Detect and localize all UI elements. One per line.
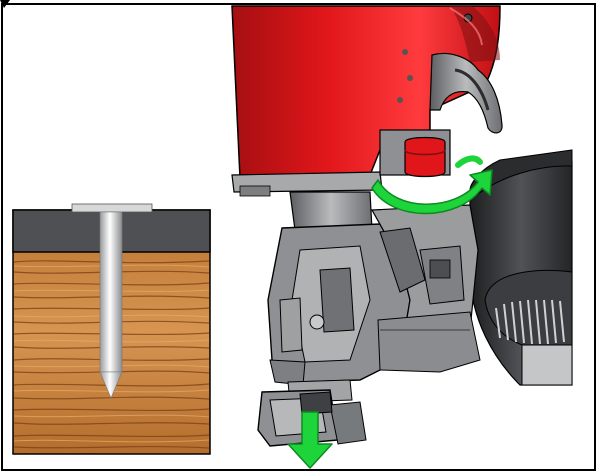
nail-head (71, 203, 153, 213)
depth-adjust-collar (379, 129, 451, 178)
coil-canister (469, 149, 573, 386)
coil-nailer (231, 5, 573, 447)
nail-shank (99, 211, 123, 373)
nail-tip (99, 371, 123, 399)
corner-mark (0, 0, 10, 8)
curved-rotate-arrow-icon (371, 155, 493, 215)
down-arrow-icon (287, 411, 333, 469)
canister-knurl (495, 299, 565, 345)
nail (71, 203, 153, 399)
trigger (429, 52, 503, 134)
nose-assembly (267, 191, 481, 403)
wood-cross-section (12, 203, 211, 455)
